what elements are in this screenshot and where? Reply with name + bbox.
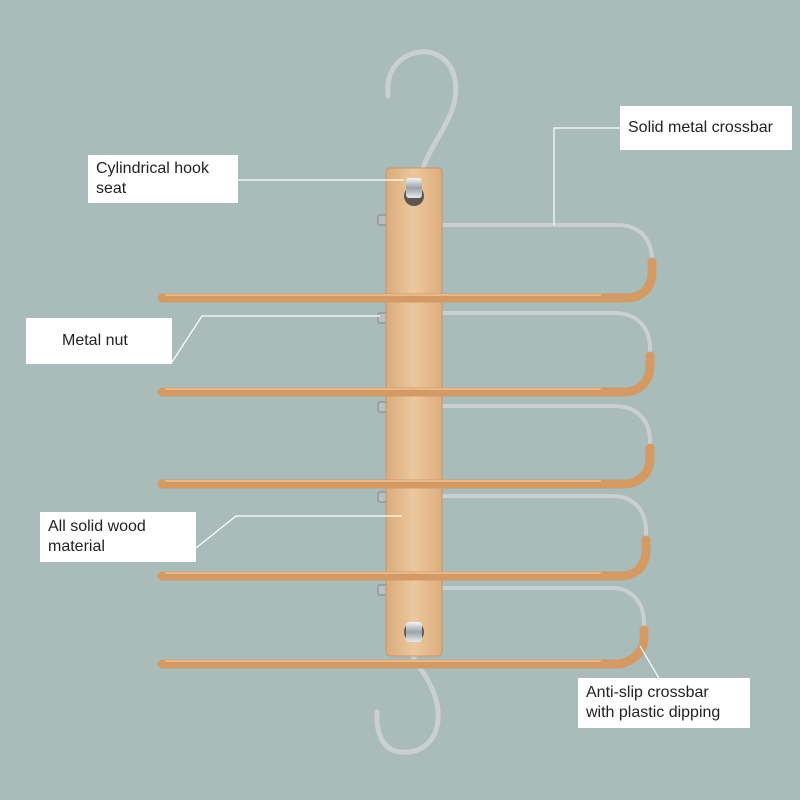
wood-board — [385, 167, 443, 657]
leader-crossbar — [553, 127, 620, 225]
bottom-hook — [374, 637, 441, 755]
label-anti-slip-crossbar: Anti-slip crossbar with plastic dipping — [578, 678, 750, 728]
coated-crossbar-2 — [157, 351, 655, 397]
label-cylindrical-hook-seat: Cylindrical hook seat — [88, 155, 238, 203]
metal-crossbar-1 — [438, 223, 654, 267]
hook-seat-top — [404, 178, 424, 206]
metal-crossbars — [438, 223, 654, 630]
label-metal-nut-text: Metal nut — [62, 332, 128, 349]
label-all-solid-wood: All solid wood material — [40, 512, 196, 562]
metal-crossbar-5 — [438, 586, 646, 630]
metal-crossbar-4 — [438, 494, 648, 538]
label-solid-metal-crossbar: Solid metal crossbar — [620, 106, 792, 150]
leader-wood — [195, 515, 402, 549]
top-hook — [385, 49, 459, 179]
coated-crossbar-1 — [157, 257, 657, 303]
label-solid-metal-crossbar-text: Solid metal crossbar — [628, 119, 773, 136]
coated-crossbar-3 — [157, 443, 655, 489]
label-all-solid-wood-text: All solid wood material — [48, 518, 146, 555]
label-metal-nut: Metal nut — [26, 318, 172, 364]
coated-crossbar-5 — [157, 625, 649, 669]
metal-crossbar-3 — [438, 404, 652, 448]
leader-metal-nut — [171, 315, 380, 363]
label-cylindrical-hook-seat-text: Cylindrical hook seat — [96, 160, 209, 197]
coated-crossbars — [157, 257, 657, 669]
coated-crossbar-4 — [157, 535, 651, 581]
hook-seat-bottom — [404, 622, 424, 642]
label-anti-slip-crossbar-text: Anti-slip crossbar with plastic dipping — [586, 684, 721, 721]
metal-crossbar-2 — [438, 311, 652, 355]
